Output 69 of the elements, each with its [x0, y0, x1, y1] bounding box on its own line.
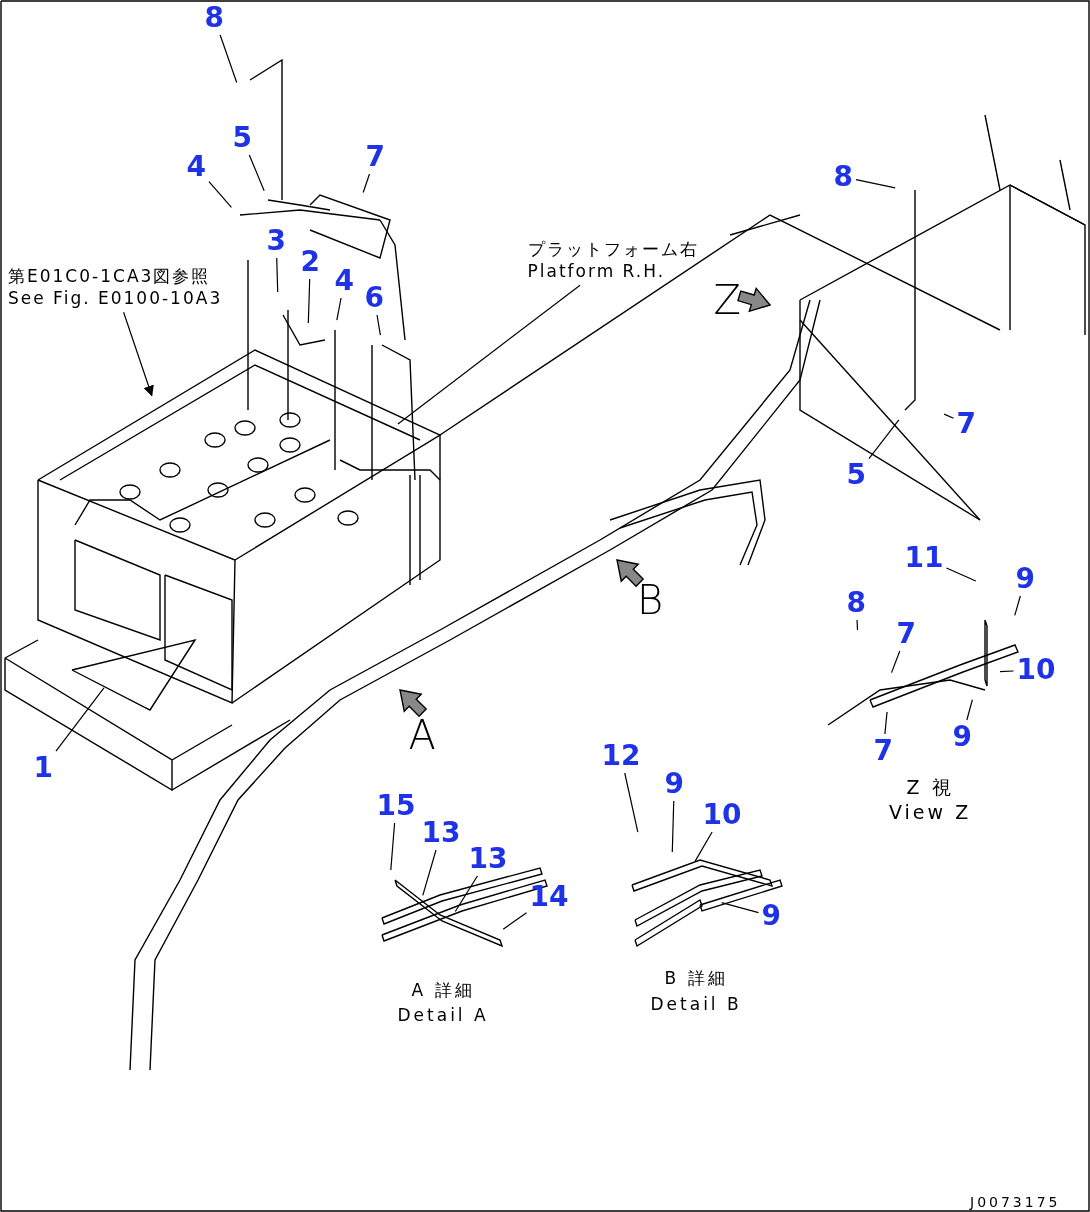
- callout-number: 9: [664, 770, 684, 798]
- leader-line: [307, 278, 311, 324]
- leader-line: [868, 419, 900, 460]
- note-text: 第E01C0-1CA3図参照: [8, 265, 212, 288]
- leader-line: [721, 902, 760, 914]
- leader-line: [943, 413, 955, 419]
- leader-line: [422, 849, 437, 896]
- view-letter: Z: [713, 280, 741, 320]
- callout-number: 10: [1016, 656, 1056, 684]
- note-text: See Fig. E0100-10A3: [8, 287, 223, 310]
- leader-line: [624, 772, 639, 833]
- callout-number: 7: [873, 737, 893, 765]
- callout-number: 1: [33, 754, 53, 782]
- leader-line: [999, 670, 1015, 673]
- leader-line: [390, 822, 396, 871]
- leader-line: [856, 619, 859, 631]
- callout-number: 12: [601, 742, 641, 770]
- leader-line: [884, 711, 888, 735]
- callout-number: 9: [761, 902, 781, 930]
- leader-line: [855, 179, 896, 189]
- callout-number: 8: [846, 589, 866, 617]
- callout-number: 7: [365, 143, 385, 171]
- callout-number: 4: [334, 267, 354, 295]
- note-text: プラットフォーム右: [527, 238, 699, 261]
- leader-line: [966, 699, 973, 721]
- callout-number: 5: [846, 461, 866, 489]
- view-caption: Z 視: [906, 777, 954, 797]
- view-caption: View Z: [889, 802, 972, 822]
- leader-line: [248, 154, 265, 192]
- view-caption: Detail B: [650, 995, 742, 1013]
- callout-number: 2: [300, 248, 320, 276]
- callout-number: 3: [266, 227, 286, 255]
- callout-number: 8: [833, 163, 853, 191]
- leader-line: [219, 34, 238, 84]
- leader-line: [276, 257, 279, 293]
- callout-number: 6: [364, 284, 384, 312]
- view-caption: B 詳細: [664, 969, 728, 987]
- callout-number: 5: [232, 124, 252, 152]
- leader-line: [694, 831, 713, 862]
- callout-number: 7: [956, 410, 976, 438]
- callout-number: 11: [904, 544, 944, 572]
- callout-number: 7: [896, 620, 916, 648]
- leader-line: [362, 173, 371, 194]
- view-caption: Detail A: [397, 1006, 489, 1024]
- leader-line: [397, 284, 581, 425]
- view-caption: A 詳細: [411, 981, 475, 999]
- callout-number: 14: [529, 883, 569, 911]
- callout-number: 9: [952, 723, 972, 751]
- callout-number: 15: [376, 792, 416, 820]
- callout-number: 13: [468, 845, 508, 873]
- view-letter: A: [408, 715, 436, 755]
- note-text: Platform R.H.: [527, 260, 667, 283]
- leader-line: [336, 297, 342, 321]
- leader-line: [208, 181, 233, 209]
- leader-line: [1014, 595, 1021, 616]
- leader-line: [376, 314, 381, 336]
- leader-line: [502, 912, 528, 930]
- callout-number: 4: [186, 153, 206, 181]
- callout-number: 8: [204, 4, 224, 32]
- drawing-number: J0073175: [970, 1195, 1061, 1209]
- view-letter: B: [637, 580, 664, 620]
- callout-number: 9: [1015, 565, 1035, 593]
- callout-number: 13: [421, 819, 461, 847]
- leader-line: [945, 567, 977, 582]
- leader-line: [890, 650, 901, 674]
- leader-arrow: [123, 311, 154, 397]
- leader-line: [671, 800, 675, 853]
- callout-number: 10: [702, 801, 742, 829]
- leader-line: [55, 687, 105, 752]
